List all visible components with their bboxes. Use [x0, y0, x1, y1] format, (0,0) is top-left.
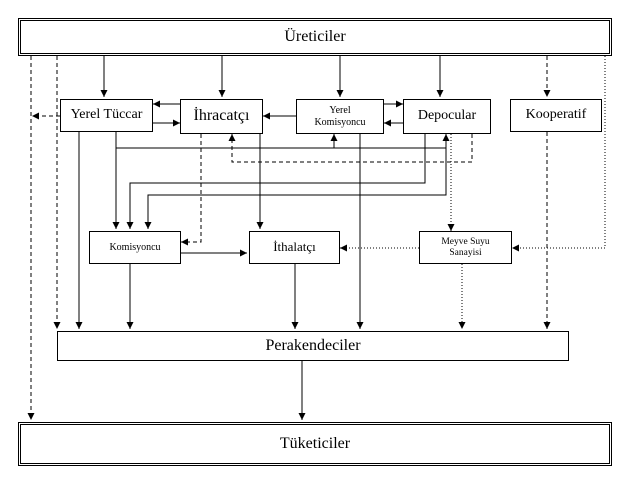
- arrow-ihracatci-komisyoncu-dashed: [181, 134, 202, 246]
- perakendeciler-box: Perakendeciler: [57, 331, 569, 361]
- arrow-ureticiler-meyve-suyu-dotted: [512, 56, 606, 252]
- yerel-tuccar-box: Yerel Tüccar: [60, 99, 153, 132]
- depocular-box: Depocular: [403, 99, 491, 134]
- ithalatci-label: İthalatçı: [273, 239, 316, 255]
- tuketiciler-label: Tüketiciler: [279, 434, 351, 452]
- meyve-suyu-label-line1: Meyve Suyu: [441, 236, 490, 247]
- meyve-suyu-label-line2: Sanayisi: [449, 247, 482, 258]
- arrow-depocular-komisyoncu-1: [126, 134, 426, 229]
- perakendeciler-label: Perakendeciler: [265, 336, 361, 354]
- ureticiler-label: Üreticiler: [284, 27, 346, 45]
- meyve-suyu-box: Meyve Suyu Sanayisi: [419, 231, 512, 264]
- ureticiler-box: Üreticiler: [18, 18, 612, 56]
- komisyoncu-label: Komisyoncu: [109, 241, 161, 253]
- depocular-label: Depocular: [417, 108, 477, 124]
- ihracatci-box: İhracatçı: [180, 99, 263, 134]
- yerel-komisyoncu-box: Yerel Komisyoncu: [296, 99, 384, 134]
- arrow-depocular-ihracatci-dashed: [228, 134, 473, 163]
- yerel-komisyoncu-label-line2: Komisyoncu: [314, 116, 366, 128]
- arrow-depocular-komisyoncu-2: [144, 148, 447, 229]
- kooperatif-label: Kooperatif: [525, 107, 587, 123]
- komisyoncu-box: Komisyoncu: [89, 231, 181, 264]
- tuketiciler-box: Tüketiciler: [18, 422, 612, 466]
- kooperatif-box: Kooperatif: [510, 99, 602, 132]
- yerel-tuccar-label: Yerel Tüccar: [70, 107, 143, 123]
- ithalatci-box: İthalatçı: [249, 231, 340, 264]
- yerel-komisyoncu-label-line1: Yerel: [329, 105, 351, 116]
- ihracatci-label: İhracatçı: [193, 107, 250, 125]
